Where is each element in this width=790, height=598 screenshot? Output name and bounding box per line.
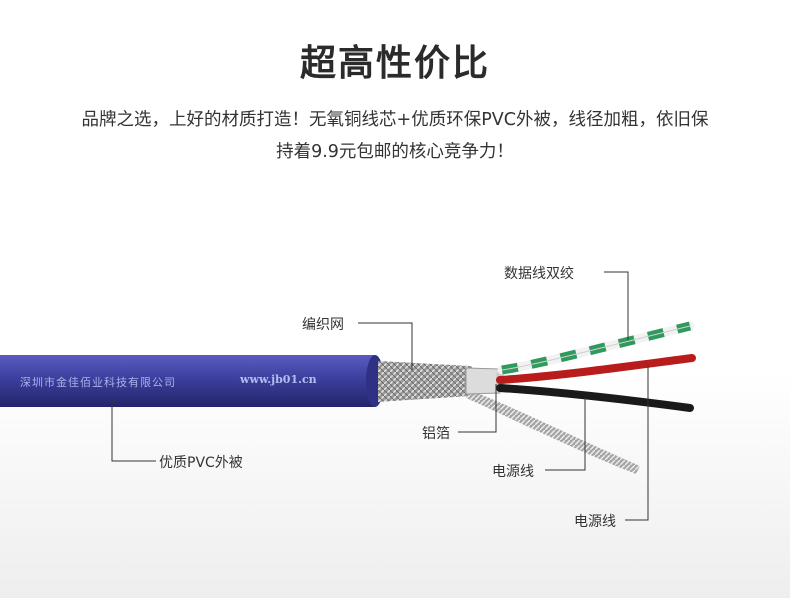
callout-lines [111, 271, 649, 521]
callout-power-wire-1 [545, 398, 586, 471]
callout-power-wire-2 [625, 366, 649, 521]
label-power-wire-2: 电源线 [574, 514, 616, 530]
red-power-wire [496, 354, 696, 384]
callout-jacket [111, 400, 156, 462]
description-line-1: 品牌之选，上好的材质打造！无氧铜线芯+优质环保PVC外被，线径加粗，依旧保 [81, 110, 709, 130]
callout-twisted-pair [604, 271, 629, 340]
callout-braid [358, 322, 413, 370]
twisted-data-pair [497, 321, 695, 375]
cable-print-url: www.jb01.cn [240, 373, 317, 386]
label-jacket: 优质PVC外被 [159, 455, 243, 471]
cable-print-company: 深圳市金佳佰业科技有限公司 [20, 376, 176, 389]
label-braid: 编织网 [302, 317, 344, 333]
drain-wire [466, 390, 640, 474]
page-title: 超高性价比 [299, 43, 490, 84]
label-foil: 铝箔 [422, 426, 450, 442]
braided-shield [378, 361, 475, 402]
label-twisted-pair: 数据线双绞 [504, 266, 574, 282]
black-power-wire [496, 384, 694, 412]
callout-foil [458, 384, 497, 433]
product-description: 品牌之选，上好的材质打造！无氧铜线芯+优质环保PVC外被，线径加粗，依旧保 持着… [30, 104, 760, 168]
label-power-wire-1: 电源线 [492, 464, 534, 480]
description-line-2: 持着9.9元包邮的核心竞争力！ [276, 142, 514, 162]
